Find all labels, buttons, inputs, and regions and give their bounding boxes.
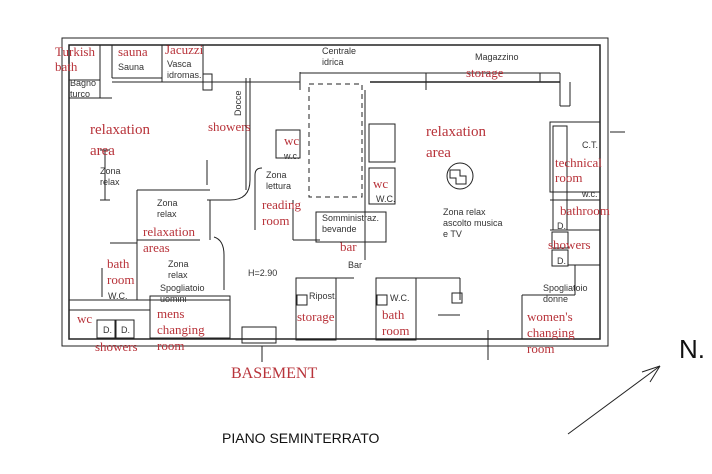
en-sauna: sauna <box>118 44 148 59</box>
en-wc-mid: wc <box>373 176 389 191</box>
label-doccia-4: D. <box>121 325 130 335</box>
label-wc-center: w.c. <box>284 151 300 161</box>
label-wc-mid: W.C. <box>376 194 396 204</box>
outer-wall <box>61 37 609 347</box>
en-storage-south: storage <box>297 309 335 324</box>
en-jacuzzi: Jacuzzi <box>165 42 204 57</box>
en-wc-sw: wc <box>77 311 93 326</box>
north-label: N. <box>679 334 705 364</box>
en-bathroom-east: bathroom <box>560 203 610 218</box>
label-doccia-1: D. <box>557 221 566 231</box>
en-storage-top: storage <box>466 65 504 80</box>
label-wc-east: w.c. <box>582 189 598 199</box>
label-wc-south: W.C. <box>390 293 410 303</box>
label-magazzino: Magazzino <box>475 52 519 62</box>
label-ripost: Ripost. <box>309 291 338 301</box>
label-height: H=2.90 <box>248 268 278 278</box>
en-wc-center: wc <box>284 133 300 148</box>
label-doccia-3: D. <box>103 325 112 335</box>
label-doccia-2: D. <box>557 256 566 266</box>
en-showers-sw: showers <box>95 339 138 354</box>
plan-title: PIANO SEMINTERRATO <box>222 430 380 446</box>
label-bar: Bar <box>348 260 363 270</box>
label-sauna: Sauna <box>118 62 145 72</box>
label-somministraz: Somministraz.bevande <box>322 213 380 234</box>
en-bar: bar <box>340 239 357 254</box>
label-docce: Docce <box>233 90 243 116</box>
en-showers-center: showers <box>208 119 251 134</box>
north-arrow <box>567 365 661 435</box>
label-wc-west: W.C. <box>108 291 128 301</box>
north-arrow-head <box>641 365 661 383</box>
en-showers-east: showers <box>548 237 591 252</box>
label-ct: C.T. <box>582 140 599 150</box>
basement-label: BASEMENT <box>231 365 318 382</box>
